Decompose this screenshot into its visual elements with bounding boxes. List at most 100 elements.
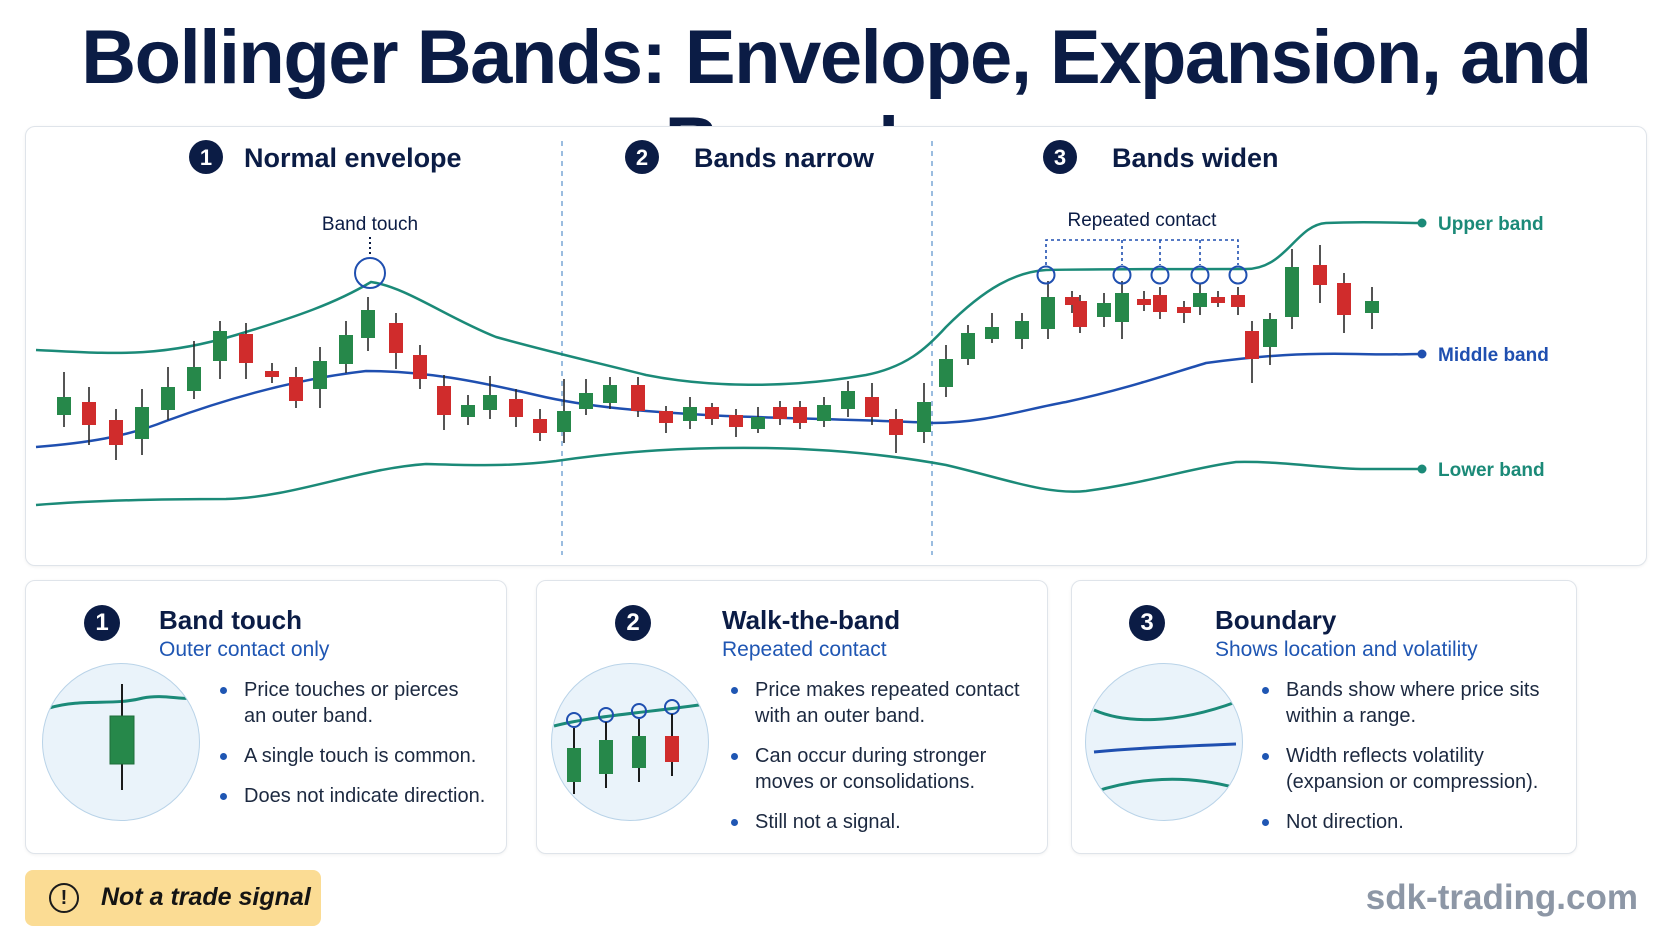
repeated-contact-marker — [1036, 265, 1056, 285]
candlestick — [1365, 287, 1379, 329]
candlestick — [985, 313, 999, 343]
candle-body — [187, 367, 201, 391]
candle-body — [683, 407, 697, 421]
candlestick — [603, 377, 617, 409]
middle-band-label: Middle band — [1438, 345, 1549, 366]
card-number: 1 — [84, 605, 120, 641]
candlestick — [509, 389, 523, 427]
candle-body — [1245, 331, 1259, 359]
candle-body — [339, 335, 353, 364]
repeated-contact-marker — [1150, 265, 1170, 285]
candle-body — [631, 385, 645, 411]
candle-body — [1137, 299, 1151, 305]
candlestick — [265, 363, 279, 383]
candle-body — [361, 310, 375, 338]
candlestick — [579, 379, 593, 415]
repeated-contact-marker — [1228, 265, 1248, 285]
candle-body — [161, 387, 175, 410]
candlestick — [1041, 281, 1055, 339]
band-touch-label: Band touch — [322, 214, 418, 235]
card-subtitle: Repeated contact — [722, 638, 887, 661]
candlestick — [213, 321, 227, 379]
band-end-dot — [1417, 349, 1427, 359]
candlestick — [557, 379, 571, 443]
candle-body — [773, 407, 787, 419]
candle-body — [751, 417, 765, 429]
candle-body — [705, 407, 719, 419]
candle-body — [917, 402, 931, 432]
card-subtitle: Outer contact only — [159, 638, 330, 661]
exclamation-icon: ! — [49, 883, 79, 913]
candlestick — [817, 397, 831, 427]
bullet: Not direction. — [1258, 809, 1558, 835]
candle-body — [533, 419, 547, 433]
warning-text: Not a trade signal — [101, 883, 311, 911]
card-number: 3 — [1129, 605, 1165, 641]
card-bullets: Bands show where price sits within a ran… — [1258, 677, 1558, 849]
candlestick — [239, 323, 253, 379]
candlestick — [1263, 313, 1277, 365]
candle-body — [1073, 301, 1087, 327]
candlestick — [461, 395, 475, 425]
bullet: Price makes repeated contact with an out… — [727, 677, 1027, 729]
section-number-badge — [189, 140, 223, 174]
candle-body — [1263, 319, 1277, 347]
candlestick — [631, 377, 645, 417]
candle-body — [793, 407, 807, 423]
candle-body — [289, 377, 303, 401]
candle-body — [1015, 321, 1029, 339]
candlestick — [57, 372, 71, 427]
bullet: Can occur during stronger moves or conso… — [727, 743, 1027, 795]
candle-body — [557, 411, 571, 432]
repeated-contact-marker — [1112, 265, 1132, 285]
candle-body — [1193, 293, 1207, 307]
candle-body — [483, 395, 497, 410]
candle-body — [1313, 265, 1327, 285]
candlestick — [1337, 273, 1351, 333]
candlestick — [705, 403, 719, 425]
upper-band-label: Upper band — [1438, 214, 1544, 235]
middle-band-line — [35, 352, 1423, 449]
candlestick — [1073, 295, 1087, 333]
candle-body — [1211, 297, 1225, 303]
candle-body — [265, 371, 279, 377]
candle-body — [1231, 295, 1245, 307]
section-number: 3 — [1054, 145, 1066, 170]
candlestick — [1285, 249, 1299, 329]
candlestick — [961, 325, 975, 365]
candle-body — [939, 359, 953, 387]
card-bullets: Price touches or pierces an outer band. … — [216, 677, 486, 823]
bullet: Bands show where price sits within a ran… — [1258, 677, 1558, 729]
section-header: 3 Bands widen — [1043, 140, 1279, 174]
section-label: Bands widen — [1112, 143, 1279, 173]
candlestick — [793, 401, 807, 429]
section-label: Normal envelope — [244, 143, 462, 173]
card-walk-the-band: 2 Walk-the-band Repeated contact Price m… — [536, 580, 1048, 854]
band-end-dot — [1417, 464, 1427, 474]
candlestick — [1313, 245, 1327, 303]
candlestick — [1231, 287, 1245, 315]
candle-body — [213, 331, 227, 361]
section-number: 2 — [636, 145, 648, 170]
bullet: Does not indicate direction. — [216, 783, 486, 809]
card-number: 2 — [615, 605, 651, 641]
card-boundary: 3 Boundary Shows location and volatility… — [1071, 580, 1577, 854]
candle-body — [109, 420, 123, 445]
candle-body — [389, 323, 403, 353]
band-touch-thumbnail — [42, 663, 200, 821]
candlestick — [1115, 281, 1129, 339]
section-number-badge — [1043, 140, 1077, 174]
candle-body — [57, 397, 71, 415]
candlestick — [187, 341, 201, 399]
candle-body — [509, 399, 523, 417]
upper-band-line — [35, 220, 1423, 387]
candlestick — [389, 313, 403, 369]
candlestick — [841, 381, 855, 417]
candlestick — [289, 367, 303, 408]
candle-body — [961, 333, 975, 359]
repeated-contact-label: Repeated contact — [1068, 210, 1218, 231]
card-subtitle: Shows location and volatility — [1215, 638, 1478, 661]
candlestick — [1245, 321, 1259, 383]
